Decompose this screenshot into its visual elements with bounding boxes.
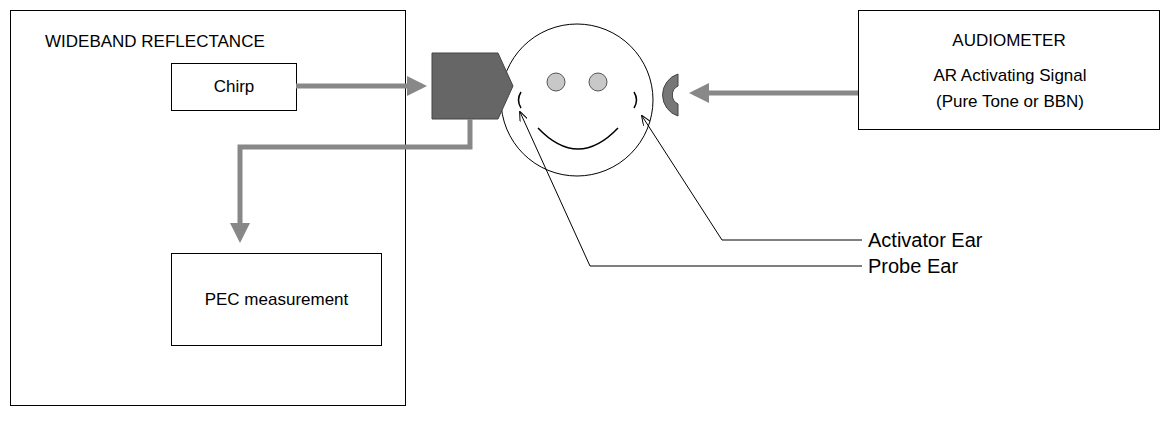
- eye: [547, 73, 565, 91]
- box-heading: WIDEBAND REFLECTANCE: [45, 29, 265, 55]
- signal-arrow: [694, 91, 858, 96]
- leader-line: [520, 112, 862, 266]
- process-box: PEC measurement: [171, 253, 382, 346]
- smile: [538, 128, 618, 149]
- box-label: Chirp: [172, 74, 296, 100]
- callout-label: Activator Ear: [868, 228, 982, 252]
- leader-line: [642, 116, 862, 240]
- device-box: AUDIOMETER AR Activating Signal (Pure Ton…: [858, 10, 1160, 130]
- eye: [589, 73, 607, 91]
- earphone: [663, 74, 678, 116]
- process-box: Chirp: [171, 63, 297, 111]
- signal-arrow: [240, 119, 470, 238]
- signal-arrow: [296, 84, 422, 89]
- probe-ear-mark: [519, 92, 522, 108]
- head-circle: [501, 24, 653, 176]
- box-label: PEC measurement: [172, 287, 381, 313]
- callout-label: Probe Ear: [868, 254, 958, 278]
- box-body: AR Activating Signal (Pure Tone or BBN): [920, 63, 1100, 115]
- box-heading: AUDIOMETER: [859, 28, 1159, 54]
- probe: [432, 53, 513, 119]
- activator-ear-mark: [634, 92, 637, 108]
- system-box: WIDEBAND REFLECTANCE ChirpPEC measurement: [10, 10, 406, 406]
